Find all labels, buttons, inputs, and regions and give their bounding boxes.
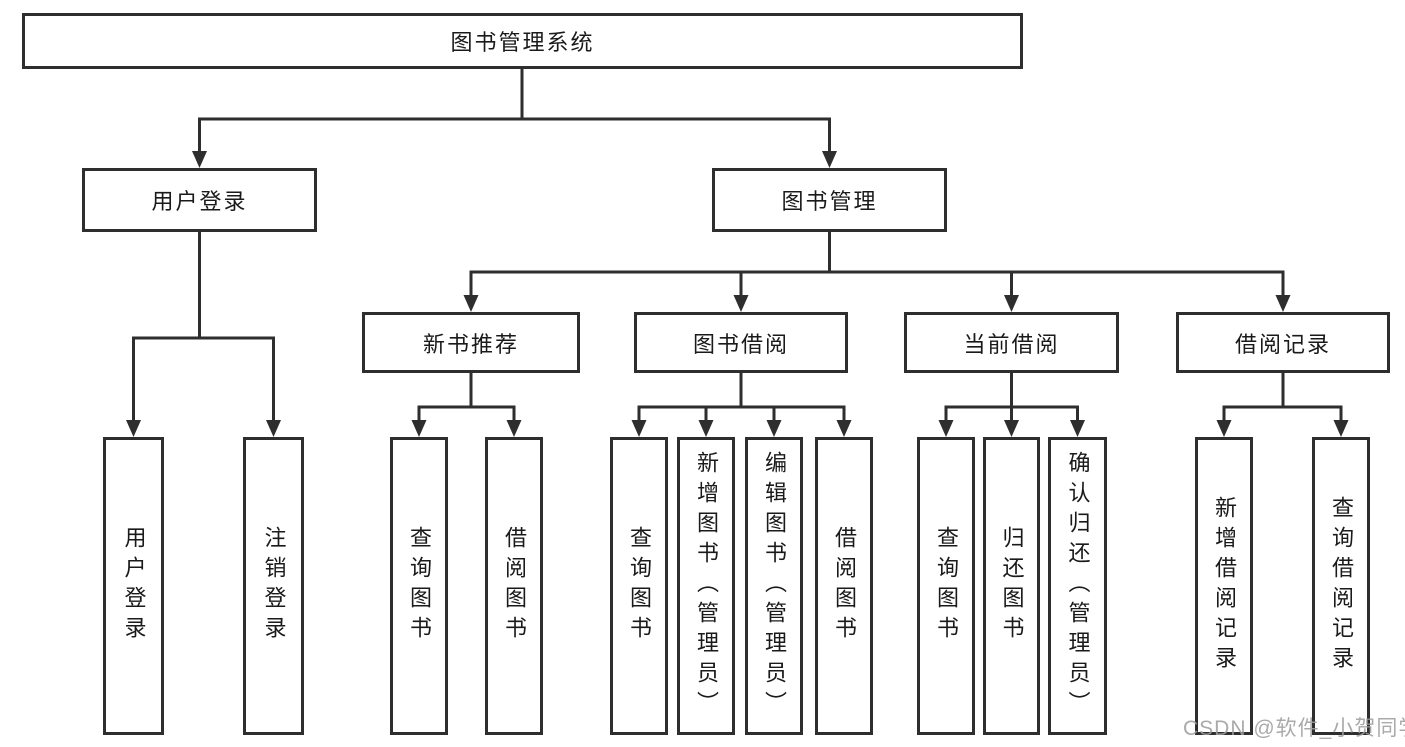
- node-label: 图书管理系统: [450, 30, 595, 55]
- new-book-recommendation-connector: [417, 373, 516, 421]
- node-label: 新增图书（管理员）: [694, 451, 719, 721]
- node-label: 图书管理: [781, 189, 878, 214]
- node-current-query-books: 查询图书: [917, 437, 975, 735]
- node-label: 借阅图书: [502, 526, 527, 646]
- node-library-management-system: 图书管理系统: [22, 13, 1023, 69]
- node-label: 新书推荐: [422, 331, 519, 357]
- watermark-text: CSDN @软件_小贺同学: [1183, 717, 1405, 740]
- node-current-return-books: 归还图书: [983, 437, 1040, 735]
- node-current-borrowing: 当前借阅: [904, 312, 1119, 373]
- book-borrowing-connector: [637, 373, 846, 421]
- node-records-query-borrow-record: 查询借阅记录: [1312, 437, 1370, 735]
- node-borrowing-records: 借阅记录: [1176, 312, 1390, 373]
- node-label: 用户登录: [121, 526, 147, 646]
- node-user-login: 用户登录: [103, 437, 164, 735]
- current-borrowing-connector: [944, 373, 1079, 421]
- node-user-login-branch: 用户登录: [82, 168, 317, 232]
- node-label: 借阅记录: [1234, 331, 1331, 357]
- node-label: 新增借阅记录: [1212, 496, 1237, 676]
- node-label: 借阅图书: [832, 526, 857, 646]
- node-records-add-borrow-record: 新增借阅记录: [1195, 437, 1253, 735]
- node-recommend-borrow-books: 借阅图书: [485, 437, 543, 735]
- node-label: 查询图书: [934, 526, 959, 646]
- node-label: 查询借阅记录: [1329, 496, 1354, 676]
- node-label: 确认归还（管理员）: [1065, 451, 1091, 721]
- node-label: 编辑图书（管理员）: [762, 451, 787, 721]
- arrowheads: [126, 151, 1349, 437]
- node-borrowing-add-books-admin: 新增图书（管理员）: [677, 437, 735, 735]
- book-management-branch-connector: [469, 232, 1285, 296]
- node-borrowing-edit-books-admin: 编辑图书（管理员）: [745, 437, 803, 735]
- root-to-level2-connector: [198, 69, 831, 152]
- node-label: 注销登录: [261, 526, 287, 646]
- node-borrowing-borrow-books: 借阅图书: [815, 437, 873, 735]
- node-book-management-branch: 图书管理: [712, 168, 947, 232]
- node-label: 用户登录: [151, 189, 248, 214]
- node-label: 图书借阅: [692, 331, 789, 357]
- node-logout: 注销登录: [243, 437, 304, 735]
- node-book-borrowing: 图书借阅: [634, 312, 848, 373]
- node-label: 当前借阅: [963, 331, 1060, 357]
- node-label: 归还图书: [999, 526, 1025, 646]
- node-label: 查询图书: [627, 526, 652, 646]
- user-login-branch-connector: [132, 232, 275, 421]
- node-borrowing-query-books: 查询图书: [610, 437, 668, 735]
- node-recommend-query-books: 查询图书: [390, 437, 448, 735]
- node-current-confirm-return-admin: 确认归还（管理员）: [1048, 437, 1107, 735]
- borrowing-records-connector: [1222, 373, 1343, 421]
- node-label: 查询图书: [407, 526, 432, 646]
- node-new-book-recommendation: 新书推荐: [362, 312, 580, 373]
